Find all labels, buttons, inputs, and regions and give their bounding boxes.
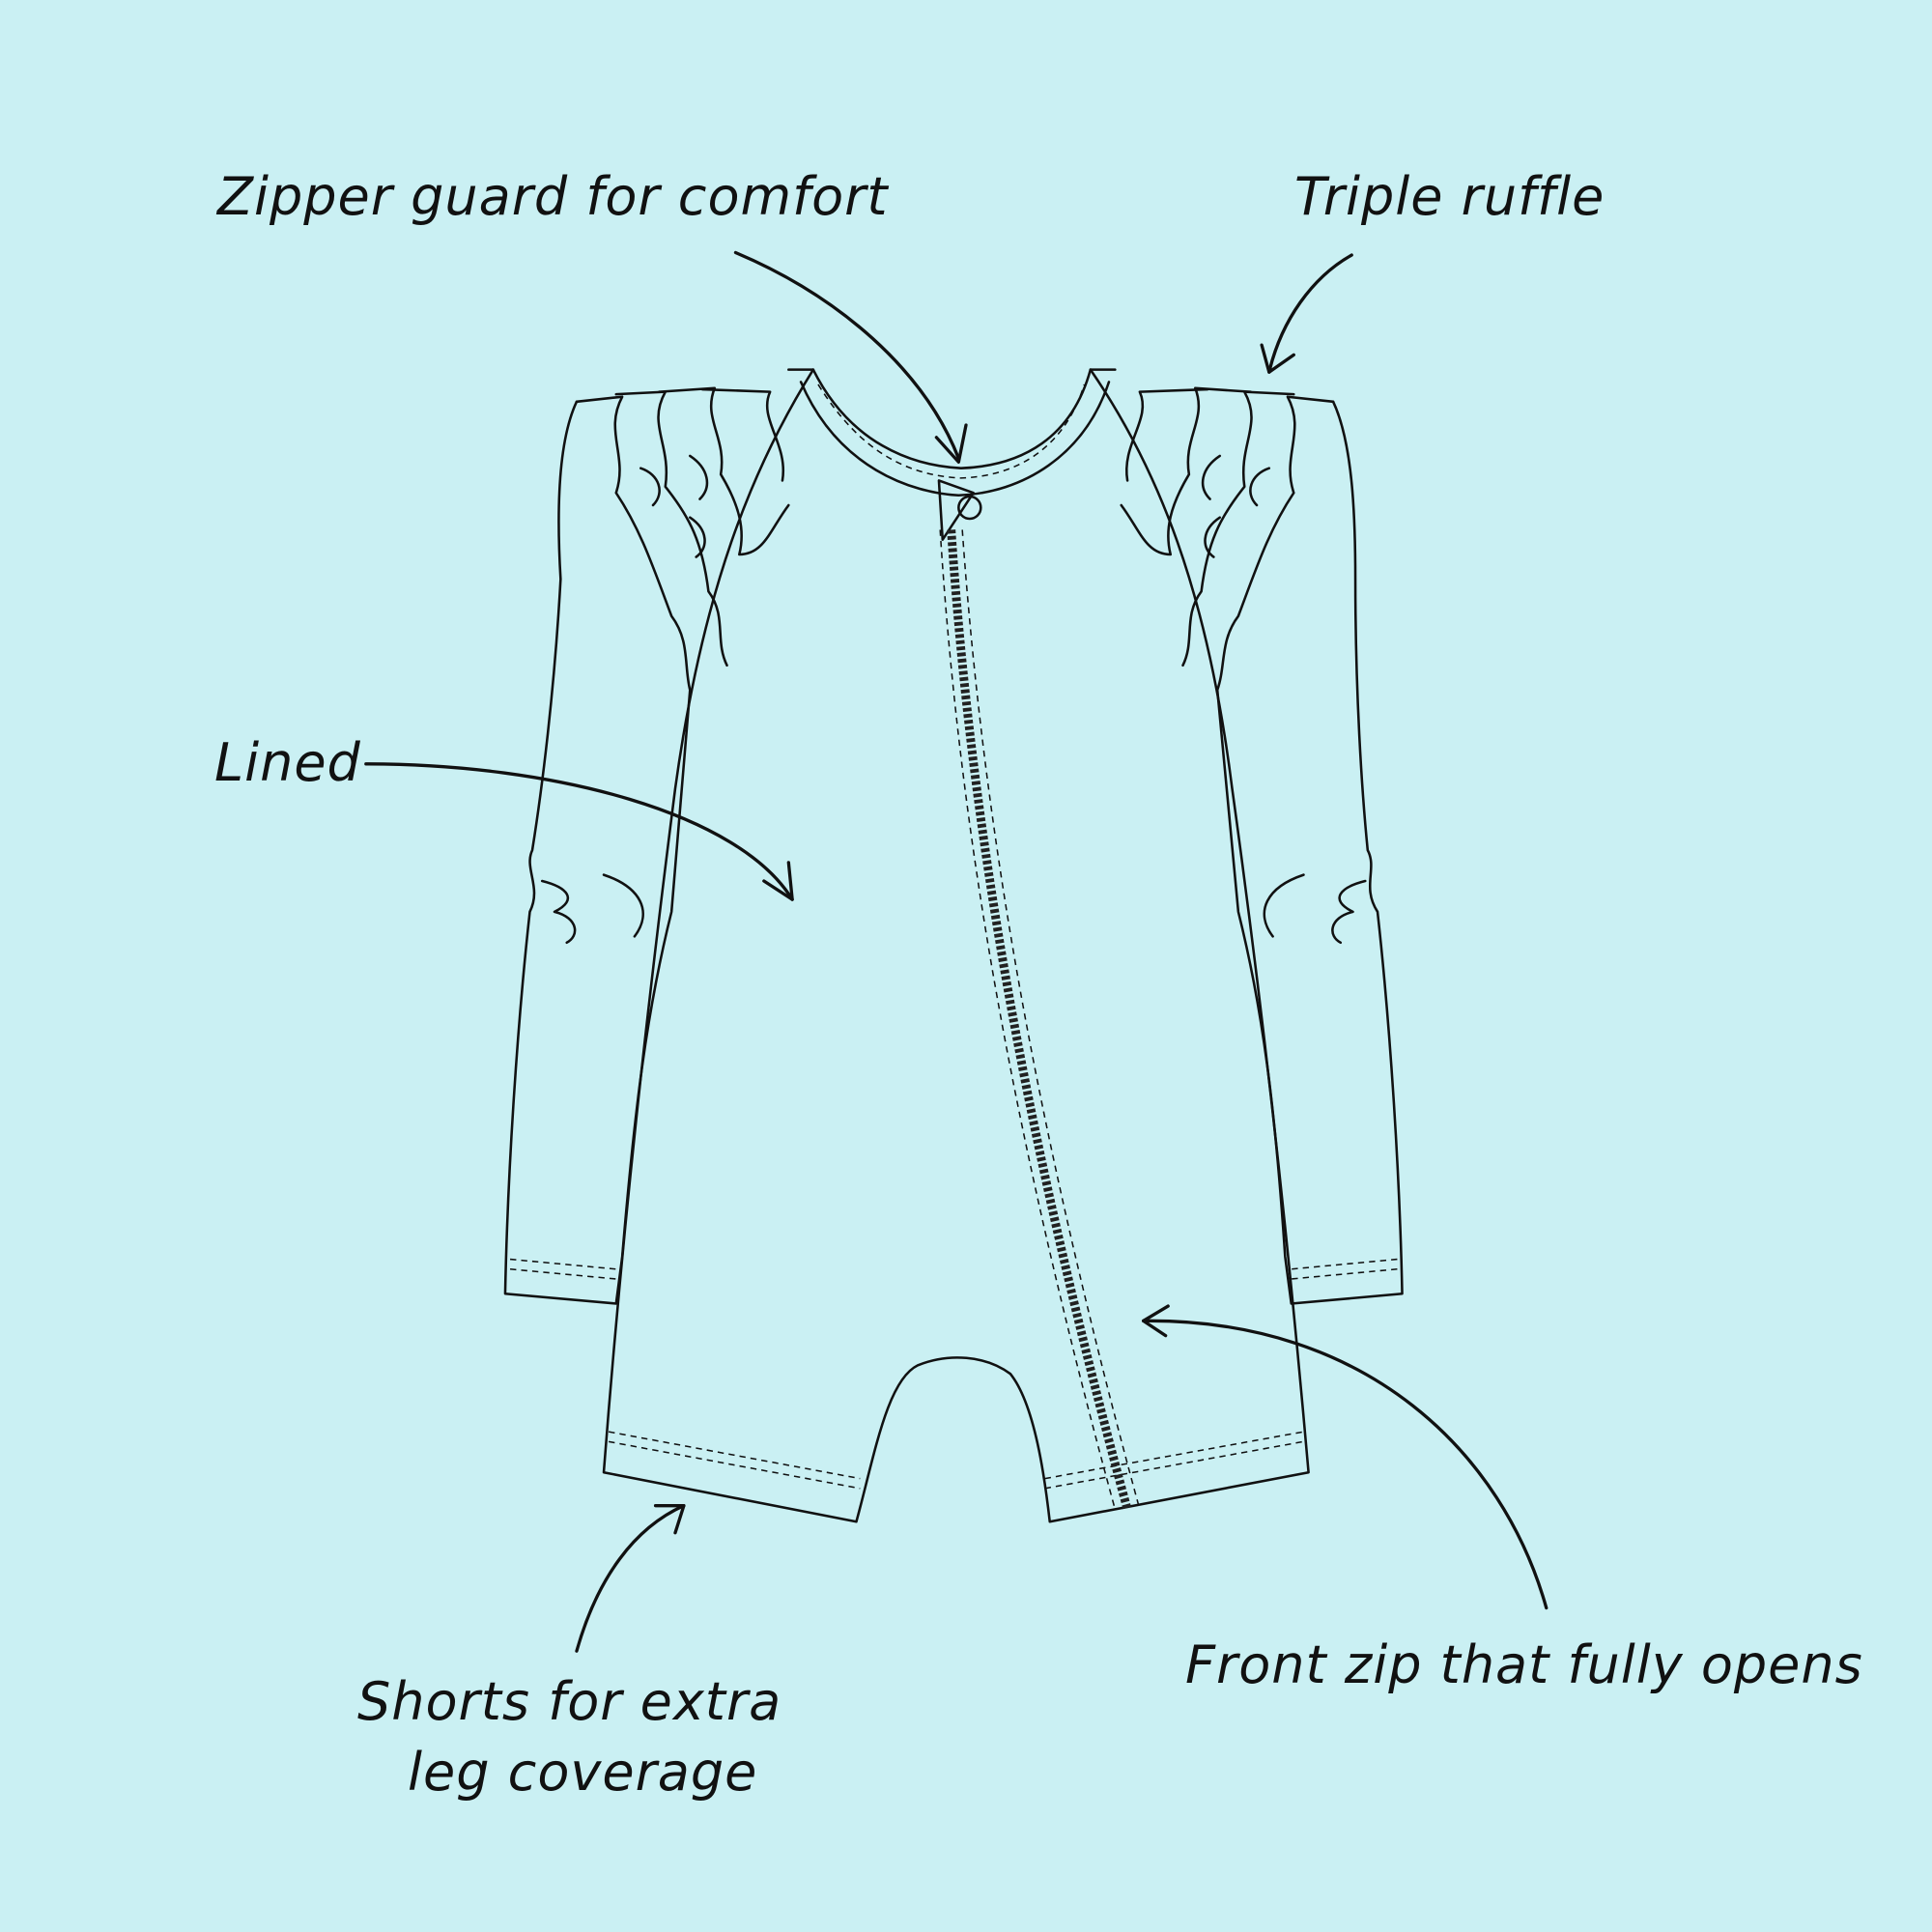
zipper-guard: [937, 479, 975, 541]
right-sleeve: [1215, 400, 1404, 1305]
garment-sketch: [503, 368, 1404, 1523]
zipper-pull: [957, 495, 982, 521]
arrow-triple-ruffle: [1260, 253, 1353, 374]
body-outline: [602, 368, 1310, 1523]
label-lined: Lined: [214, 732, 361, 793]
arrow-lined: [364, 762, 794, 901]
arrow-zipper-guard: [733, 250, 968, 464]
label-shorts-line1: Shorts for extra: [357, 1671, 782, 1732]
left-sleeve: [503, 400, 692, 1305]
arrow-shorts: [575, 1504, 686, 1653]
label-triple-ruffle: Triple ruffle: [1294, 166, 1605, 227]
collar: [811, 368, 1093, 469]
left-ruffles: [575, 386, 790, 692]
label-front-zip: Front zip that fully opens: [1185, 1634, 1863, 1695]
zipper: [947, 529, 1132, 1511]
label-zipper-guard: Zipper guard for comfort: [217, 166, 889, 227]
arrow-front-zip: [1142, 1304, 1548, 1610]
label-shorts-line2: leg coverage: [408, 1742, 758, 1803]
right-ruffles: [1120, 386, 1335, 692]
